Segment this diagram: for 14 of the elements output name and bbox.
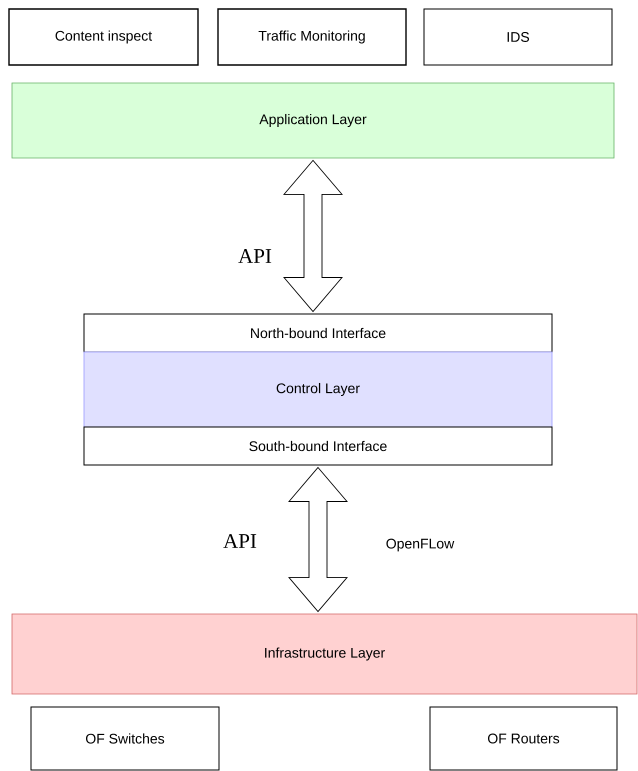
layer-band: Control Layer	[84, 352, 552, 428]
device-box: OF Switches	[30, 706, 220, 770]
double-arrow	[283, 160, 343, 312]
edge-label: API	[223, 534, 256, 548]
app-box: Content inspect	[8, 8, 199, 66]
interface-band: North-bound Interface	[84, 314, 552, 352]
app-box: IDS	[424, 8, 612, 66]
app-box: Traffic Monitoring	[217, 8, 407, 66]
interface-band: South-bound Interface	[84, 426, 552, 466]
layer-band: Application Layer	[12, 82, 614, 158]
protocol-label: OpenFLow	[386, 538, 454, 552]
layer-band: Infrastructure Layer	[12, 614, 638, 694]
edge-label: API	[238, 249, 272, 263]
device-box: OF Routers	[430, 706, 618, 770]
